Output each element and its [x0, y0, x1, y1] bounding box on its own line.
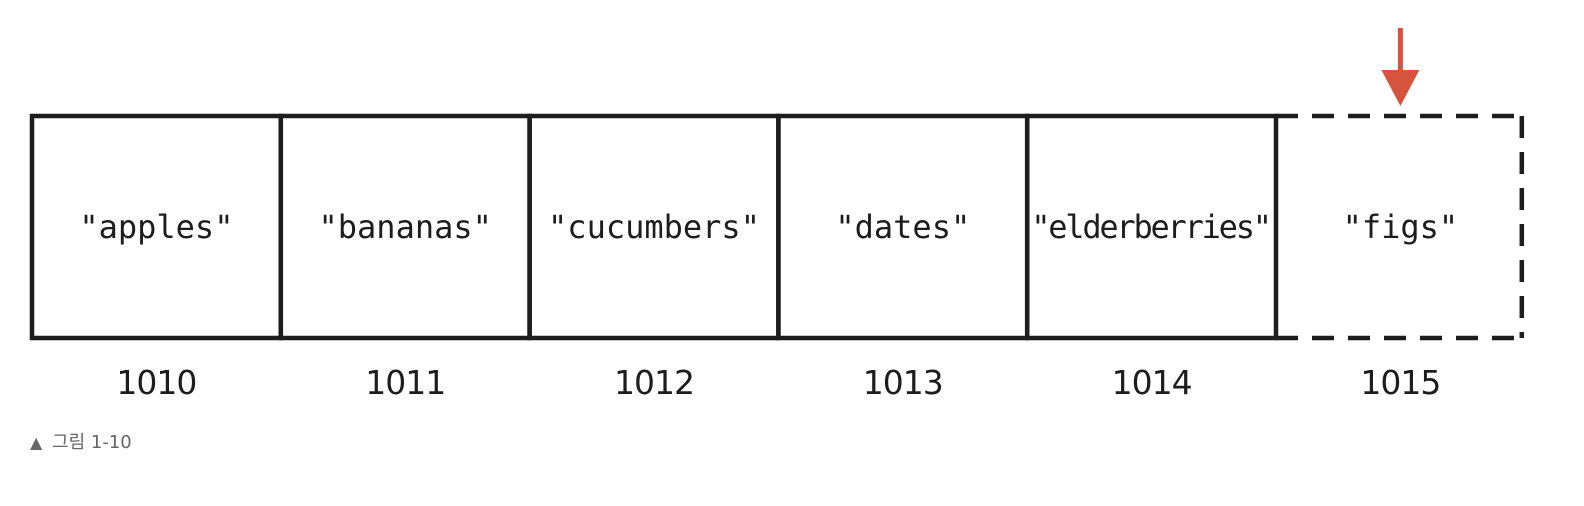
array-cell: "cucumbers" 1012 — [527, 113, 781, 402]
cell-value: "figs" — [1343, 208, 1459, 246]
cell-address: 1013 — [863, 363, 943, 402]
cell-value: "cucumbers" — [548, 208, 760, 246]
cell-value: "bananas" — [319, 208, 492, 246]
array-cells: "apples" 1010 "bananas" 1011 "cucumbers" 1012… — [29, 113, 1525, 402]
cell-address: 1015 — [1360, 363, 1440, 402]
cell-address: 1014 — [1112, 363, 1192, 402]
array-cell: "elderberries" 1014 — [1024, 113, 1279, 402]
cell-border — [1024, 113, 1279, 341]
caption-triangle-icon: ▲ — [30, 433, 43, 452]
cell-value: "dates" — [835, 208, 970, 246]
insert-pointer-arrow — [1381, 28, 1420, 106]
caption-text: 그림 1-10 — [52, 432, 132, 453]
cell-value: "elderberries" — [1031, 208, 1272, 246]
array-cell: "apples" 1010 — [29, 113, 284, 402]
cell-address: 1010 — [116, 363, 196, 402]
cell-address: 1012 — [614, 363, 694, 402]
array-cell: "figs" 1015 — [1276, 113, 1525, 402]
arrow-head-icon — [1381, 70, 1420, 106]
array-cell: "dates" 1013 — [776, 113, 1030, 402]
figure-caption: ▲ 그림 1-10 — [30, 428, 132, 454]
cell-value: "apples" — [79, 208, 233, 246]
array-cell: "bananas" 1011 — [278, 113, 532, 402]
cell-address: 1011 — [365, 363, 445, 402]
